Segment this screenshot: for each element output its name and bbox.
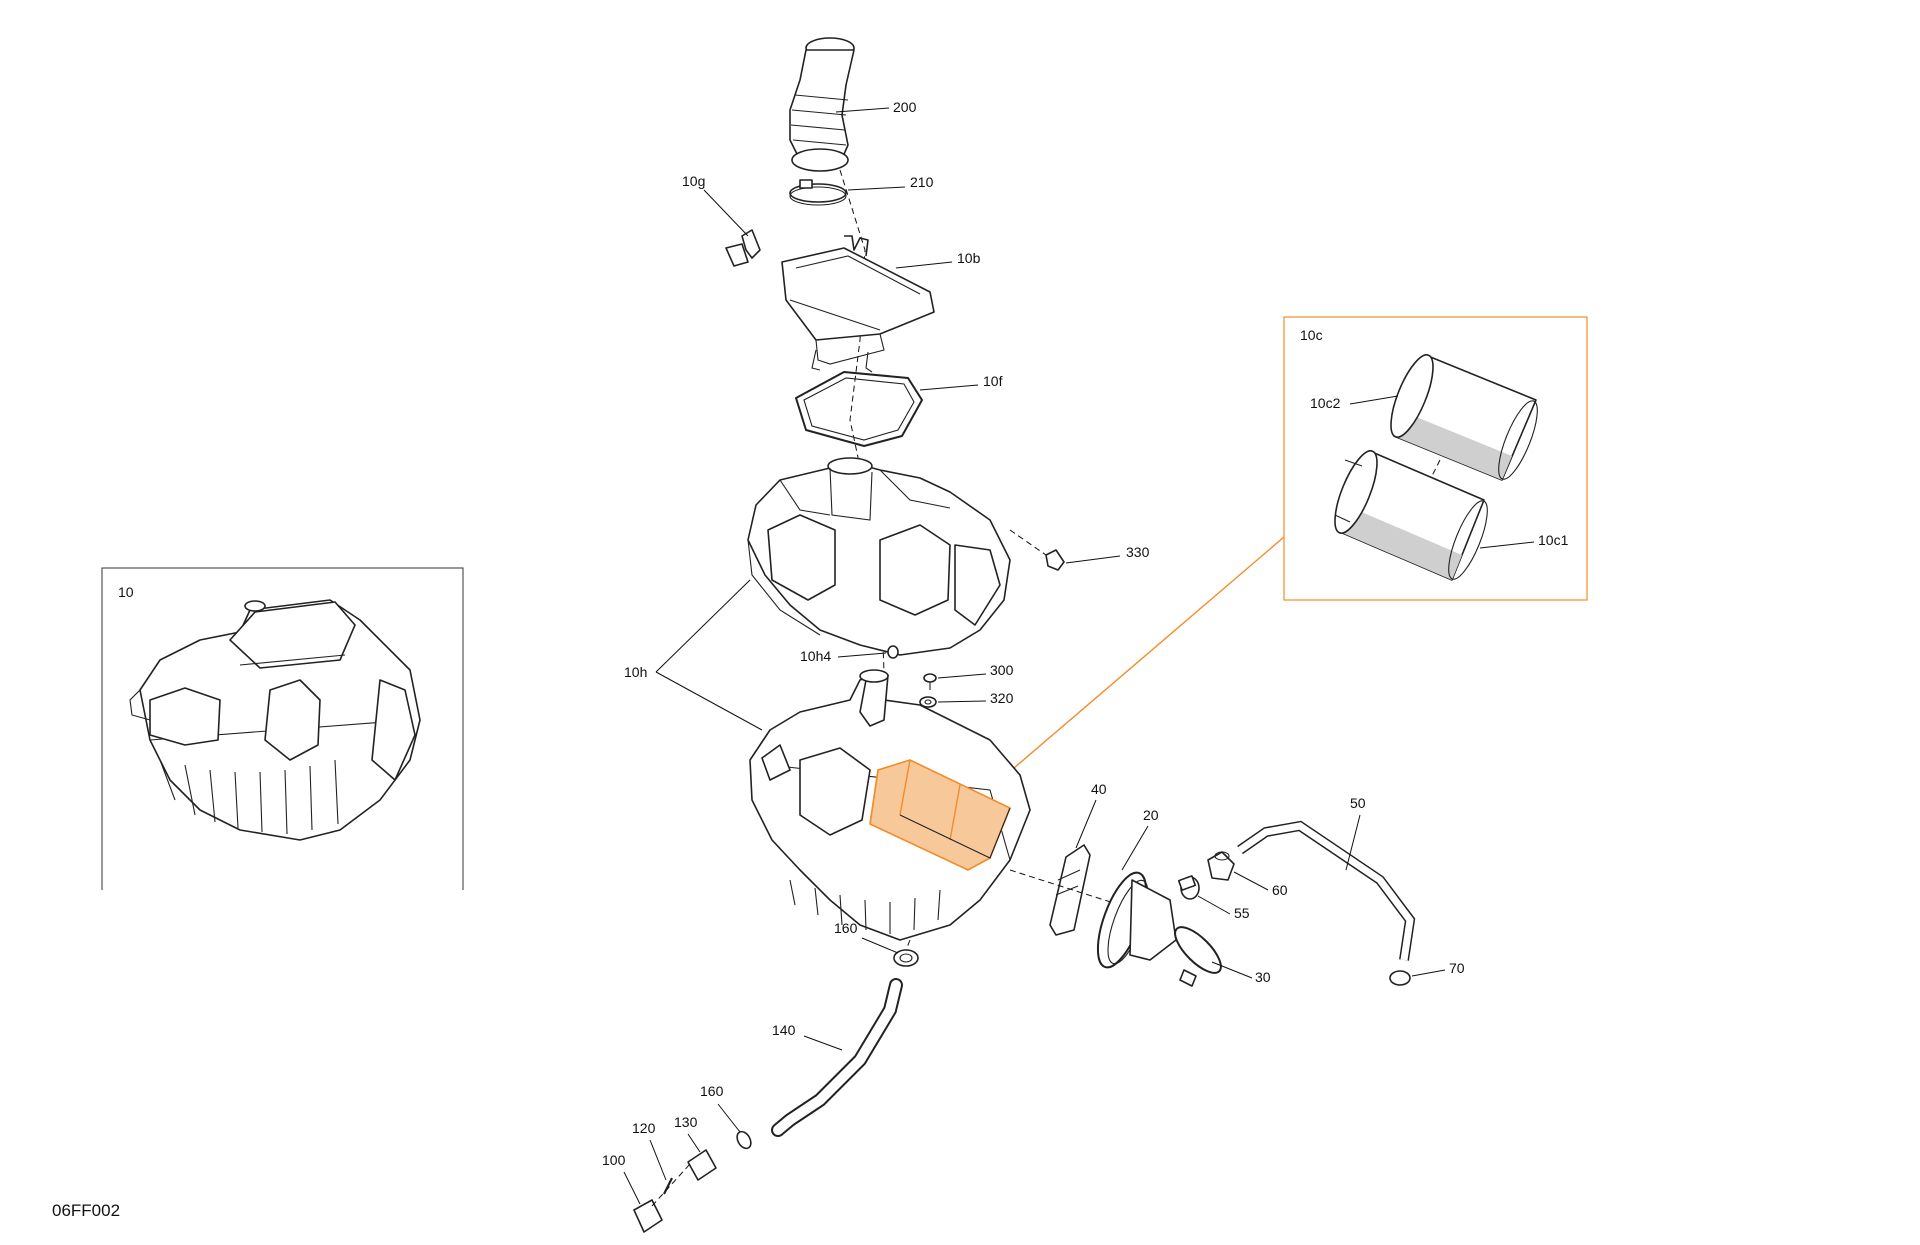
leader-10b bbox=[895, 261, 953, 269]
leader-300 bbox=[937, 673, 987, 679]
filter-sleeve-10c2 bbox=[1390, 354, 1538, 481]
label-10c: 10c bbox=[1300, 327, 1323, 343]
label-140: 140 bbox=[772, 1022, 796, 1038]
fitting-55 bbox=[1177, 875, 1200, 900]
leader-20 bbox=[1121, 825, 1149, 871]
leader-330 bbox=[1065, 555, 1121, 564]
axis-lower-fittings bbox=[651, 1163, 691, 1207]
fitting-60 bbox=[1207, 851, 1235, 881]
leader-40 bbox=[1075, 799, 1097, 849]
hose-140 bbox=[771, 978, 903, 1137]
seal-20 bbox=[1096, 871, 1177, 969]
part-10h4 bbox=[887, 645, 899, 659]
detail-frame bbox=[1283, 316, 1588, 601]
label-330: 330 bbox=[1126, 544, 1150, 560]
axis-330 bbox=[1009, 529, 1047, 556]
detail-connector-line bbox=[999, 536, 1285, 781]
leader-160-lower bbox=[717, 1103, 741, 1133]
gasket-10f bbox=[795, 371, 923, 447]
label-55: 55 bbox=[1234, 905, 1250, 921]
clamp-70 bbox=[1389, 970, 1411, 986]
screw-300 bbox=[923, 673, 937, 690]
label-40: 40 bbox=[1091, 781, 1107, 797]
part-40 bbox=[1049, 844, 1091, 936]
label-10c1: 10c1 bbox=[1538, 532, 1569, 548]
label-130: 130 bbox=[674, 1114, 698, 1130]
leader-10c2 bbox=[1349, 395, 1399, 405]
leader-120 bbox=[649, 1139, 667, 1181]
leader-30 bbox=[1211, 961, 1253, 979]
connector-130 bbox=[687, 1149, 717, 1181]
label-300: 300 bbox=[990, 662, 1014, 678]
upper-housing-10h bbox=[747, 457, 1011, 656]
leader-140 bbox=[803, 1035, 843, 1051]
label-30: 30 bbox=[1255, 969, 1271, 985]
leader-70 bbox=[1411, 969, 1446, 977]
label-10f: 10f bbox=[983, 373, 1003, 389]
label-100: 100 bbox=[602, 1152, 626, 1168]
pin-120 bbox=[663, 1177, 673, 1195]
label-10c2: 10c2 bbox=[1310, 395, 1341, 411]
leader-10g bbox=[703, 189, 749, 237]
airbox-cover-10b bbox=[781, 235, 935, 373]
label-10: 10 bbox=[118, 584, 134, 600]
leader-100 bbox=[623, 1171, 641, 1205]
clamp-30 bbox=[1174, 926, 1222, 987]
label-50: 50 bbox=[1350, 795, 1366, 811]
diagram-code: 06FF002 bbox=[52, 1201, 120, 1220]
label-10h4: 10h4 bbox=[800, 648, 831, 664]
filter-element-10c1 bbox=[1334, 450, 1488, 581]
label-120: 120 bbox=[632, 1120, 656, 1136]
leader-210 bbox=[847, 186, 906, 191]
leader-160-upper bbox=[861, 937, 899, 954]
leader-130 bbox=[687, 1133, 701, 1153]
label-160-upper: 160 bbox=[834, 920, 858, 936]
label-160-lower: 160 bbox=[700, 1083, 724, 1099]
inset-assembled-airbox: 10 bbox=[101, 567, 464, 890]
leader-10f bbox=[919, 384, 979, 391]
label-70: 70 bbox=[1449, 960, 1465, 976]
label-60: 60 bbox=[1272, 882, 1288, 898]
label-20: 20 bbox=[1143, 807, 1159, 823]
leader-55 bbox=[1197, 895, 1231, 915]
leader-10h4 bbox=[837, 652, 887, 658]
axis-160 bbox=[905, 939, 911, 951]
label-320: 320 bbox=[990, 690, 1014, 706]
label-10g: 10g bbox=[682, 173, 705, 189]
clip-10g bbox=[725, 229, 761, 267]
lower-housing-10h bbox=[749, 669, 1031, 941]
leader-60 bbox=[1233, 871, 1269, 891]
plug-100 bbox=[633, 1199, 663, 1233]
clamp-210 bbox=[789, 179, 847, 206]
label-210: 210 bbox=[910, 174, 934, 190]
leader-200 bbox=[835, 107, 890, 113]
washer-320 bbox=[919, 696, 937, 708]
clip-330 bbox=[1045, 549, 1065, 571]
leader-320 bbox=[937, 700, 987, 703]
label-200: 200 bbox=[893, 99, 917, 115]
leader-50 bbox=[1345, 814, 1361, 871]
detail-box-10c: 10c 10c2 10c1 bbox=[999, 316, 1588, 781]
label-10b: 10b bbox=[957, 250, 981, 266]
leader-10c1 bbox=[1479, 541, 1535, 549]
label-10h: 10h bbox=[624, 664, 647, 680]
hose-50 bbox=[1237, 820, 1416, 961]
leader-10h bbox=[655, 579, 763, 731]
intake-hose-200 bbox=[789, 37, 855, 172]
clamp-160-lower bbox=[736, 1130, 752, 1150]
clamp-160-upper bbox=[893, 949, 919, 967]
